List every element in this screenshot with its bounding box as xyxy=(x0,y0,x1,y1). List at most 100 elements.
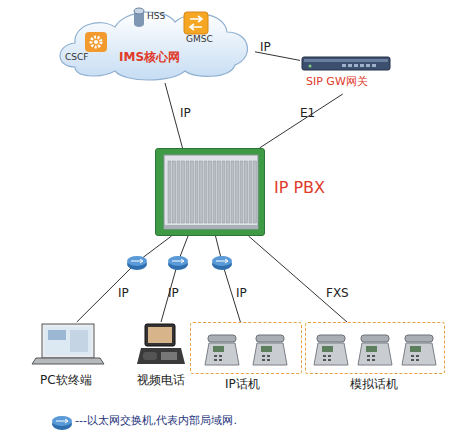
connector-part xyxy=(216,236,241,322)
analog-phone-group-icon-part-part xyxy=(366,346,377,352)
analog-phone-group-icon-part-part xyxy=(328,359,331,361)
analog-phone-group-icon-part xyxy=(358,335,392,365)
ip-pbx-box-icon-part xyxy=(236,161,239,223)
analog-phone-group-icon-part-part xyxy=(416,355,419,357)
pc-terminal-icon-part xyxy=(32,358,104,364)
sip-gateway-icon xyxy=(302,56,392,72)
ip-pbx-box-icon-part xyxy=(209,161,212,223)
cscf-server-icon-part xyxy=(94,40,98,44)
analog-phone-group-icon-part-part xyxy=(358,343,392,365)
ip-pbx-box-icon-part xyxy=(177,161,180,223)
video-phone-icon-part xyxy=(137,348,185,364)
node-label: 视频电话 xyxy=(137,374,185,387)
cscf-server-icon xyxy=(85,32,107,52)
edge-label: IP xyxy=(236,286,247,300)
sip-gateway-icon-part xyxy=(302,57,390,70)
ip-pbx-box-icon-part xyxy=(218,161,221,223)
legend-switch-icon xyxy=(52,416,72,430)
analog-phone-group-icon-part-part xyxy=(402,343,436,365)
node-label: 模拟话机 xyxy=(350,378,398,391)
ip-pbx-box-icon-part xyxy=(249,161,252,223)
pc-terminal-icon-part xyxy=(48,330,66,340)
edge-label: IP xyxy=(168,286,179,300)
node-label: IP话机 xyxy=(225,378,260,391)
ip-pbx-box-icon-part xyxy=(240,161,243,223)
sip-gateway-icon-part xyxy=(366,64,370,67)
edge-label: E1 xyxy=(300,106,315,120)
node-label: IMS核心网 xyxy=(119,51,180,64)
analog-phone-group-icon-part-part xyxy=(372,359,375,361)
ip-phone-group-icon-part-part xyxy=(267,359,270,361)
analog-phone-group-icon-part-part xyxy=(323,355,326,357)
analog-phone-group-icon-part-part xyxy=(405,335,433,342)
sip-gateway-icon-part xyxy=(348,64,352,67)
analog-phone-group-icon-part xyxy=(402,335,436,365)
ip-phone-group-icon-part-part xyxy=(261,346,272,352)
analog-phone-group-icon-part-part xyxy=(410,346,421,352)
ip-pbx-box-icon-part xyxy=(186,161,189,223)
ip-phone-group-icon-part-part xyxy=(214,355,217,357)
ip-phone-group-icon-part-part xyxy=(262,355,265,357)
pc-terminal-icon xyxy=(30,322,108,370)
analog-phone-group-icon-part-part xyxy=(372,355,375,357)
pc-terminal-icon-part xyxy=(70,330,88,352)
ip-phone-group-icon xyxy=(191,323,303,375)
edge-label: FXS xyxy=(326,286,349,300)
ip-phone-group-icon-part xyxy=(205,335,239,365)
pc-terminal-icon-part xyxy=(45,327,91,355)
connector xyxy=(165,83,183,148)
analog-phone-group-icon-part-part xyxy=(367,359,370,361)
node-label: CSCF xyxy=(65,53,88,63)
connector xyxy=(260,94,343,148)
analog-phone-group-icon-part-part xyxy=(323,359,326,361)
sip-gateway-icon-part xyxy=(360,64,364,67)
ip-pbx-box-icon-part xyxy=(245,161,248,223)
switch-icon-part xyxy=(168,256,188,266)
analog-phone-group-icon-part-part xyxy=(367,355,370,357)
ip-phone-group-icon-part-part xyxy=(267,355,270,357)
switch-icon-part xyxy=(212,256,232,266)
ip-phone-group: IP话机 xyxy=(190,322,302,374)
core-network-cloud-icon-part xyxy=(60,12,247,80)
ip-phone-group-icon-part-part xyxy=(253,343,287,365)
analog-phone-group-icon-part-part xyxy=(411,359,414,361)
sip-gateway-icon-part xyxy=(354,64,358,67)
hss-server-icon-part xyxy=(134,8,144,14)
ip-pbx-box-icon-part xyxy=(164,225,258,229)
legend-text: ---以太网交换机,代表内部局域网. xyxy=(75,415,237,427)
ip-phone-group-icon-part-part xyxy=(262,359,265,361)
video-phone: 视频电话 xyxy=(135,322,187,382)
ip-phone-group-icon-part-part xyxy=(219,355,222,357)
cscf-server-icon-part xyxy=(85,32,107,52)
hss-server-icon-part xyxy=(134,21,144,27)
gmsc-server-icon-part xyxy=(190,16,202,30)
video-phone-icon xyxy=(135,322,187,370)
node-label: SIP GW网关 xyxy=(306,76,368,88)
switch-icon xyxy=(212,256,232,270)
pc-terminal-icon-part xyxy=(42,324,94,358)
analog-phone-group-icon-part xyxy=(314,335,348,365)
connector xyxy=(77,236,172,322)
analog-phone-group-icon-part-part xyxy=(314,343,348,365)
ip-pbx-box-icon-part xyxy=(173,161,176,223)
ip-phone-group-icon-part-part xyxy=(256,335,284,342)
ip-pbx-box-icon xyxy=(156,149,266,237)
hss-server: HSS xyxy=(133,5,173,31)
connector xyxy=(161,236,188,322)
video-phone-icon-part xyxy=(161,352,177,360)
analog-phone-group-icon-part-part xyxy=(411,355,414,357)
connector-part xyxy=(161,236,188,322)
node-label: GMSC xyxy=(186,35,213,45)
sip-gateway-icon-part xyxy=(309,65,312,68)
switch-icon-part xyxy=(216,259,228,263)
ip-pbx-box-icon-part xyxy=(168,161,171,223)
hss-server-icon xyxy=(133,7,145,29)
switch-icon-part xyxy=(127,256,147,266)
analog-phone-group-icon-part-part xyxy=(361,335,389,342)
edge-label: IP xyxy=(260,40,271,54)
cscf-server: CSCF xyxy=(65,32,111,66)
ip-pbx-box-icon-part xyxy=(213,161,216,223)
ip-pbx-box-icon-part xyxy=(254,161,257,223)
connector xyxy=(249,236,348,322)
ip-phone-group-icon-part-part xyxy=(205,343,239,365)
